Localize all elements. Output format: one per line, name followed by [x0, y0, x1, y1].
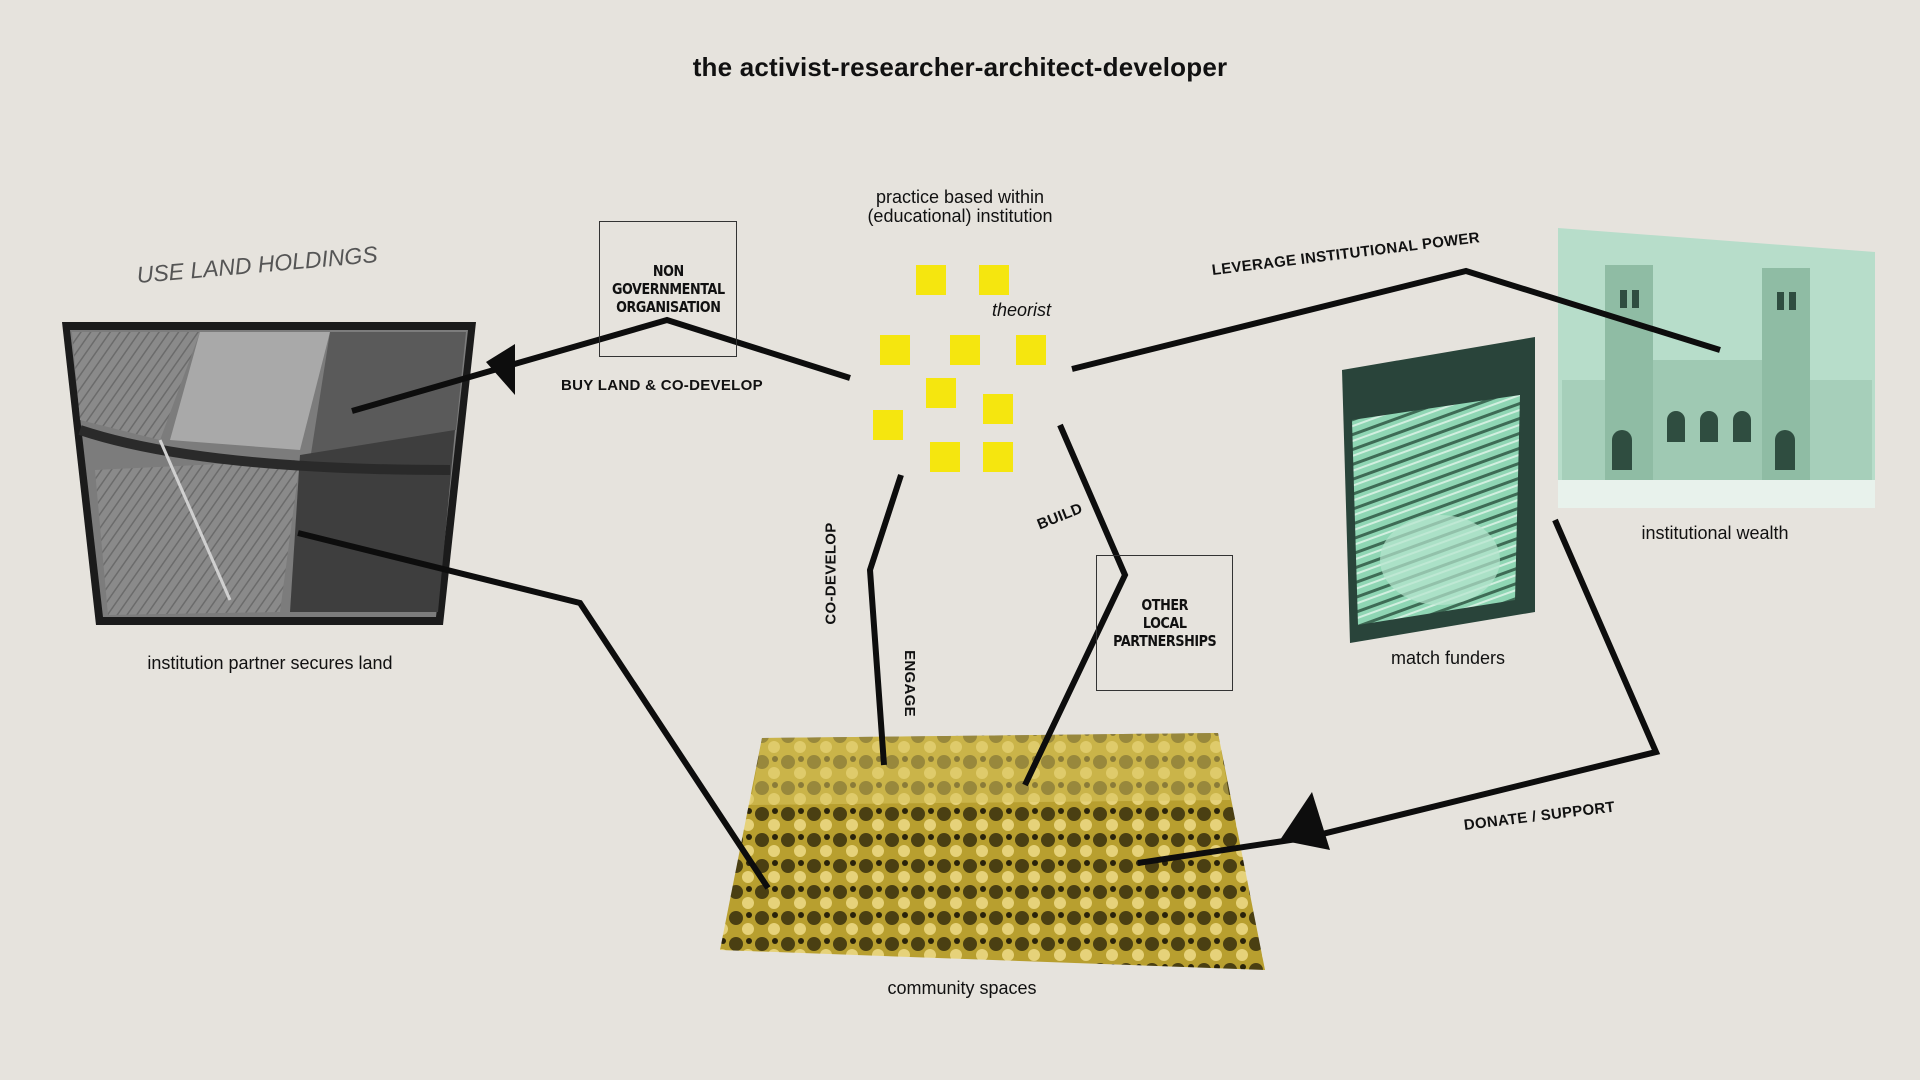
- practice-squares: [873, 265, 1046, 472]
- ngo-line1: NON: [652, 262, 684, 280]
- institution-building-image: [1558, 228, 1875, 508]
- line-co-develop: [866, 474, 904, 766]
- crowd-image: [720, 733, 1265, 970]
- caption-community: community spaces: [887, 978, 1037, 998]
- line-buy-land: [351, 316, 851, 414]
- line-build: [1022, 423, 1129, 787]
- local-partnerships-box: OTHER LOCAL PARTNERSHIPS: [1096, 555, 1233, 691]
- ngo-box: NON GOVERNMENTAL ORGANISATION: [599, 221, 737, 357]
- page-title: the activist-researcher-architect-develo…: [692, 52, 1228, 82]
- arrowhead-donate: [1280, 792, 1330, 850]
- edge-label-engage: ENGAGE: [900, 650, 918, 717]
- practice-label: practice based within (educational) inst…: [830, 188, 1090, 226]
- caption-wealth: institutional wealth: [1641, 523, 1789, 543]
- caption-land: institution partner secures land: [147, 653, 393, 673]
- olp-line2: LOCAL: [1142, 614, 1187, 632]
- arrowhead-left: [486, 344, 515, 395]
- ngo-line2: GOVERNMENTAL: [611, 280, 725, 298]
- theorist-label: theorist: [992, 300, 1052, 320]
- line-land-to-community: [297, 530, 771, 890]
- olp-line3: PARTNERSHIPS: [1112, 632, 1217, 650]
- practice-label-line1: practice based within: [875, 187, 1045, 207]
- edge-label-buy-land: BUY LAND & CO-DEVELOP: [561, 377, 763, 394]
- edge-label-co-develop: CO-DEVELOP: [822, 522, 840, 625]
- line-leverage: [1071, 267, 1721, 372]
- line-donate: [1137, 518, 1661, 866]
- practice-label-line2: (educational) institution: [867, 206, 1053, 226]
- money-image: [1342, 337, 1535, 643]
- ngo-line3: ORGANISATION: [615, 298, 721, 316]
- aerial-land-image: [62, 322, 476, 625]
- caption-funders: match funders: [1390, 648, 1506, 668]
- olp-line1: OTHER: [1141, 596, 1188, 614]
- connector-lines: [297, 267, 1721, 890]
